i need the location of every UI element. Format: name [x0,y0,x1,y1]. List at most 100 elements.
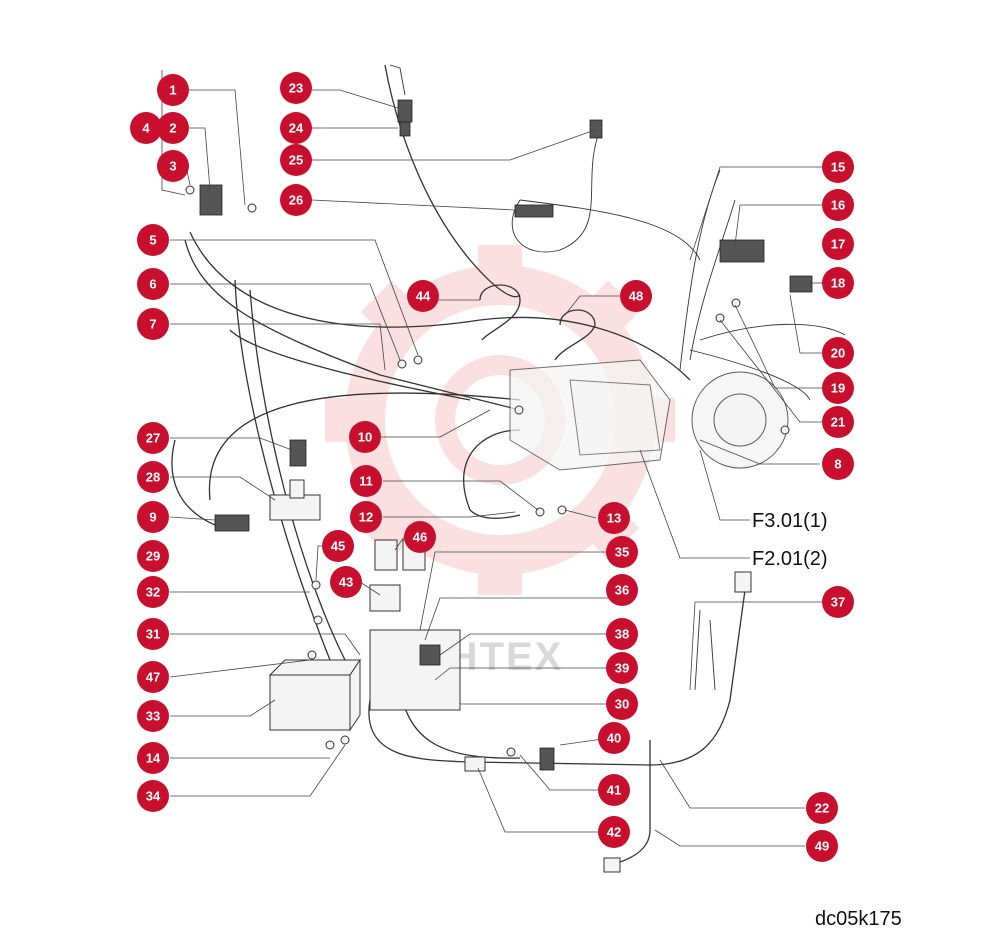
callout-bubble [137,742,169,774]
callout-27: 27 [137,422,169,454]
callout-18: 18 [822,267,854,299]
callout-bubble [137,576,169,608]
callout-14: 14 [137,742,169,774]
callout-number: 25 [289,153,303,168]
callout-number: 35 [615,545,629,560]
callout-bubble [822,448,854,480]
callout-bubble [606,574,638,606]
callout-12: 12 [350,501,382,533]
callout-number: 41 [607,783,621,798]
callout-number: 23 [289,81,303,96]
callout-17: 17 [822,228,854,260]
callout-number: 44 [416,289,431,304]
callout-40: 40 [598,722,630,754]
callout-number: 21 [831,415,845,430]
callout-bubble [620,280,652,312]
callout-number: 5 [149,233,156,248]
callout-bubble [350,465,382,497]
reference-label-f201: F2.01(2) [752,548,828,570]
callout-bubble [137,540,169,572]
callout-bubble [606,618,638,650]
callout-3: 3 [157,150,189,182]
callout-26: 26 [280,184,312,216]
callout-bubble [137,780,169,812]
callout-bubble [157,112,189,144]
callout-number: 37 [831,595,845,610]
callout-6: 6 [137,268,169,300]
callout-number: 16 [831,198,845,213]
callout-number: 48 [629,289,643,304]
callout-9: 9 [137,501,169,533]
callout-46: 46 [404,521,436,553]
callout-bubble [606,688,638,720]
reference-label-f301: F3.01(1) [752,510,828,532]
callout-number: 17 [831,237,845,252]
callout-bubble [280,184,312,216]
callout-47: 47 [137,661,169,693]
callout-number: 4 [142,121,150,136]
callout-number: 8 [834,457,841,472]
callout-bubble [822,228,854,260]
callout-bubble [598,722,630,754]
callout-48: 48 [620,280,652,312]
callout-4: 4 [130,112,162,144]
callout-32: 32 [137,576,169,608]
callout-bubble [822,372,854,404]
callout-36: 36 [606,574,638,606]
callout-number: 31 [146,627,160,642]
components [185,99,813,873]
callout-41: 41 [598,774,630,806]
callout-bubble [598,502,630,534]
callout-number: 34 [146,789,161,804]
callout-bubble [330,566,362,598]
callout-number: 47 [146,670,160,685]
callout-number: 28 [146,470,160,485]
callout-bubble [137,224,169,256]
callout-bubble [280,144,312,176]
callout-25: 25 [280,144,312,176]
callout-number: 9 [149,510,156,525]
drawing-code: dc05k175 [815,908,902,930]
callout-29: 29 [137,540,169,572]
callout-bubble [822,337,854,369]
callout-42: 42 [598,816,630,848]
callout-19: 19 [822,372,854,404]
callout-number: 19 [831,381,845,396]
callout-5: 5 [137,224,169,256]
callout-bubble [137,308,169,340]
callout-number: 11 [359,474,373,489]
callout-bubble [606,652,638,684]
callout-37: 37 [822,586,854,618]
callout-bubble [350,501,382,533]
callout-bubble [137,618,169,650]
callout-number: 22 [815,801,829,816]
callout-34: 34 [137,780,169,812]
callout-number: 15 [831,160,845,175]
callout-39: 39 [606,652,638,684]
callout-bubble [404,521,436,553]
wiring-harness [171,64,846,866]
callout-16: 16 [822,189,854,221]
callout-35: 35 [606,536,638,568]
callout-38: 38 [606,618,638,650]
callout-number: 39 [615,661,629,676]
callout-number: 38 [615,627,629,642]
callout-number: 45 [331,539,345,554]
callout-bubble [822,267,854,299]
callout-30: 30 [606,688,638,720]
callout-44: 44 [407,280,439,312]
callout-bubble [137,661,169,693]
callout-49: 49 [806,830,838,862]
callout-8: 8 [822,448,854,480]
callout-number: 36 [615,583,629,598]
callout-number: 24 [289,121,304,136]
callout-bubble [280,72,312,104]
callout-28: 28 [137,461,169,493]
callout-15: 15 [822,151,854,183]
callout-number: 6 [149,277,156,292]
callout-33: 33 [137,700,169,732]
callout-20: 20 [822,337,854,369]
callout-number: 29 [146,549,160,564]
callout-1: 1 [157,74,189,106]
